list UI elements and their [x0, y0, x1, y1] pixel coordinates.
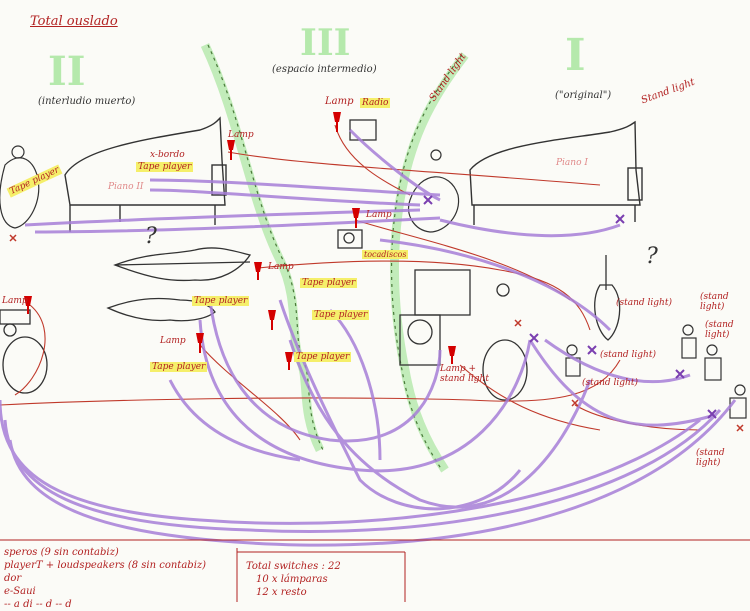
note-line: 12 x resto	[256, 587, 307, 598]
label-tocadiscos: tocadiscos	[362, 250, 409, 259]
double-bass-drawing	[113, 247, 252, 282]
note-line: -- a di -- d -- d	[4, 599, 72, 610]
label-lamp-radio: Lamp	[325, 96, 354, 107]
label-tape-player-flute: Tape player	[294, 352, 352, 362]
x-marks	[423, 195, 717, 419]
harp-drawing	[0, 145, 40, 229]
section-2-caption: (interludio muerto)	[38, 96, 136, 107]
label-lamp-bass: Lamp	[268, 262, 294, 272]
label-stand-light-c: (stand light)	[700, 292, 729, 312]
bass-right-drawing	[594, 255, 621, 341]
drums-center-drawing	[399, 269, 528, 401]
section-3-caption: (espacio intermedio)	[272, 64, 377, 75]
label-lamp-piano: Lamp	[228, 130, 254, 140]
label-stand-light-e: (stand light)	[696, 448, 725, 468]
label-lamp-drums: Lamp	[2, 296, 28, 306]
label-stand-light-b: (stand light)	[582, 378, 638, 388]
section-3-numeral: III	[300, 22, 351, 64]
section-divider-left	[200, 43, 325, 453]
label-tape-player-clarinet: Tape player	[312, 310, 370, 320]
label-stand-light-a: (stand light)	[600, 350, 656, 360]
page-title: Total ouslado	[30, 14, 118, 29]
notes-box	[0, 539, 750, 602]
question-mark-right: ?	[646, 244, 658, 269]
label-lamp-record: Lamp	[366, 210, 392, 220]
piano-2-drawing	[64, 116, 227, 232]
label-lamp-stand-light: Lamp + stand light	[440, 364, 489, 384]
label-x-bordo: x-bordo	[150, 150, 185, 160]
label-lamp-violin: Lamp	[160, 336, 186, 346]
notes-right: Total switches : 22 10 x lámparas 12 x r…	[246, 560, 341, 599]
lamp-icons	[24, 112, 456, 370]
section-divider-right	[390, 52, 469, 473]
note-line: dor	[4, 573, 22, 584]
cello-drawing	[106, 297, 216, 322]
record-player-drawing	[337, 229, 363, 249]
note-line: playerT + loudspeakers (8 sin contabiz)	[4, 560, 207, 571]
label-piano-2: Piano II	[108, 182, 144, 192]
radio-drawing	[349, 119, 377, 141]
cables	[0, 128, 737, 547]
question-mark-left: ?	[145, 224, 157, 249]
label-piano-1: Piano I	[556, 158, 588, 168]
note-line: speros (9 sin contabiz)	[4, 547, 119, 558]
note-line: e-Saui	[4, 586, 36, 597]
harp-center-drawing	[408, 149, 460, 233]
label-stand-light-d: (stand light)	[705, 320, 734, 340]
label-tape-player-bass: Tape player	[300, 278, 358, 288]
label-tape-player-piano: Tape player	[136, 162, 194, 172]
label-tape-player-cello: Tape player	[192, 296, 250, 306]
section-1-numeral: I	[565, 30, 586, 81]
label-tape-player-violin: Tape player	[150, 362, 208, 372]
section-1-caption: ("original")	[555, 90, 612, 101]
notes-left: speros (9 sin contabiz) playerT + loudsp…	[4, 546, 206, 611]
label-stand-light-bass: (stand light)	[616, 298, 672, 308]
red-x-marks	[9, 234, 744, 432]
piano-1-drawing	[469, 120, 643, 225]
drums-left-drawing	[0, 309, 48, 394]
note-line: 10 x lámparas	[256, 574, 328, 585]
note-line: Total switches : 22	[246, 561, 341, 572]
section-2-numeral: II	[48, 48, 86, 95]
label-radio: Radio	[360, 98, 391, 108]
